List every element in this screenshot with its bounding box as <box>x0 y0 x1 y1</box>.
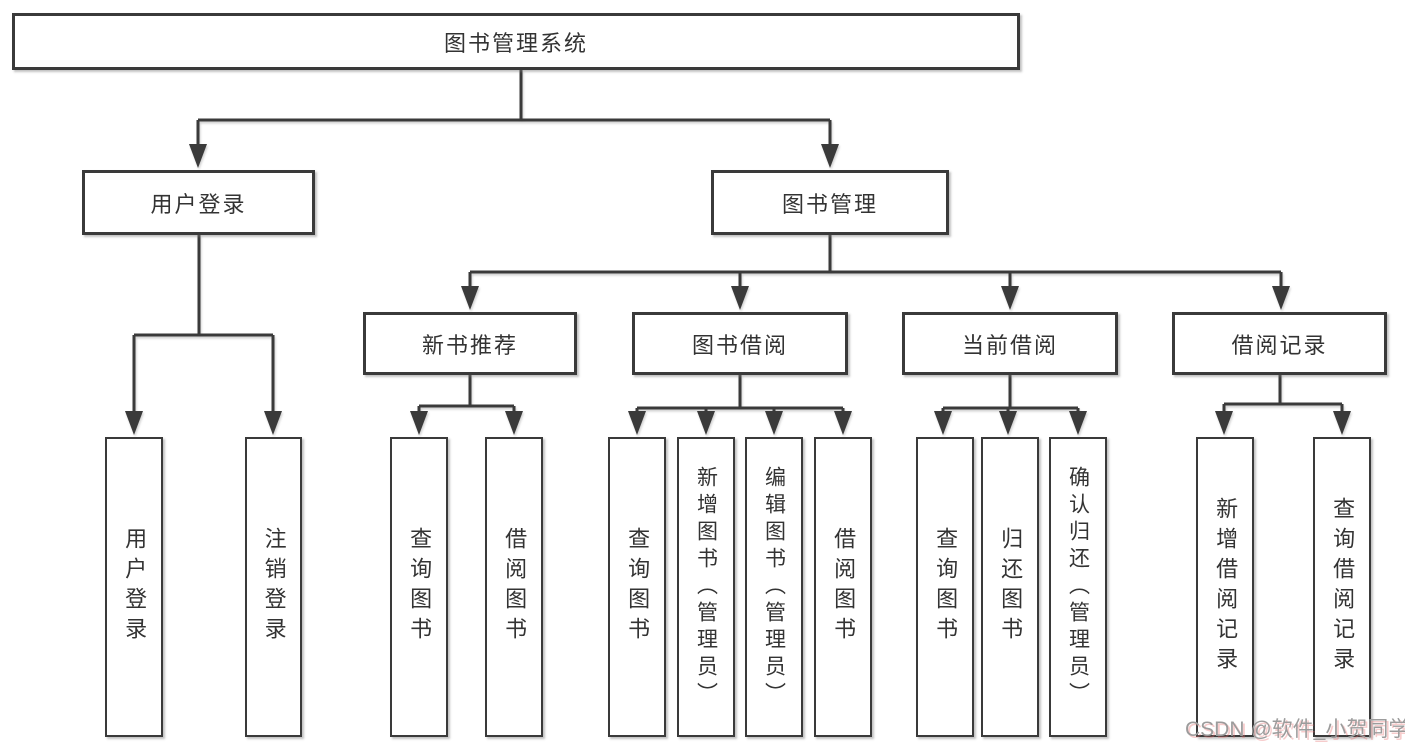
node-label: 查询借阅记录 <box>1330 497 1356 677</box>
node-label: 归还图书 <box>998 527 1024 647</box>
node-label: 新增借阅记录 <box>1213 497 1239 677</box>
leaf-confirm-return-admin: 确认归还（管理员） <box>1049 437 1107 737</box>
node-label: 图书管理系统 <box>443 30 588 56</box>
node-label: 查询图书 <box>407 527 433 647</box>
node-label: 确认归还（管理员） <box>1066 465 1090 709</box>
node-label: 编辑图书（管理员） <box>762 465 786 709</box>
leaf-query-books-recommend: 查询图书 <box>390 437 448 737</box>
leaf-return-books: 归还图书 <box>981 437 1039 737</box>
node-borrowing-records: 借阅记录 <box>1172 312 1387 375</box>
leaf-add-borrow-record: 新增借阅记录 <box>1196 437 1254 737</box>
leaf-add-books-admin: 新增图书（管理员） <box>677 437 735 737</box>
node-current-borrowing: 当前借阅 <box>902 312 1118 375</box>
node-book-borrowing: 图书借阅 <box>632 312 848 375</box>
node-label: 新增图书（管理员） <box>694 465 718 709</box>
node-library-system: 图书管理系统 <box>12 13 1020 70</box>
node-label: 注销登录 <box>261 527 287 647</box>
leaf-query-borrow-record: 查询借阅记录 <box>1313 437 1371 737</box>
leaf-query-books-current: 查询图书 <box>916 437 974 737</box>
node-new-book-recommendation: 新书推荐 <box>363 312 577 375</box>
node-label: 图书借阅 <box>691 332 788 358</box>
node-label: 借阅图书 <box>502 527 528 647</box>
csdn-watermark: CSDN @软件_小贺同学 <box>1185 718 1405 741</box>
node-label: 当前借阅 <box>961 332 1058 358</box>
leaf-borrow-books-recommend: 借阅图书 <box>485 437 543 737</box>
leaf-user-login: 用户登录 <box>105 437 163 737</box>
leaf-logout-login: 注销登录 <box>245 437 302 737</box>
node-label: 查询图书 <box>625 527 651 647</box>
node-label: 查询图书 <box>933 527 959 647</box>
leaf-borrow-books-borrowing: 借阅图书 <box>814 437 872 737</box>
leaf-edit-books-admin: 编辑图书（管理员） <box>745 437 803 737</box>
node-user-login: 用户登录 <box>82 170 315 235</box>
leaf-query-books-borrowing: 查询图书 <box>608 437 666 737</box>
node-label: 借阅图书 <box>831 527 857 647</box>
node-label: 用户登录 <box>122 527 148 647</box>
node-label: 用户登录 <box>150 191 247 217</box>
node-book-management: 图书管理 <box>711 170 949 235</box>
node-label: 图书管理 <box>781 191 878 217</box>
node-label: 借阅记录 <box>1231 332 1328 358</box>
node-label: 新书推荐 <box>421 332 518 358</box>
